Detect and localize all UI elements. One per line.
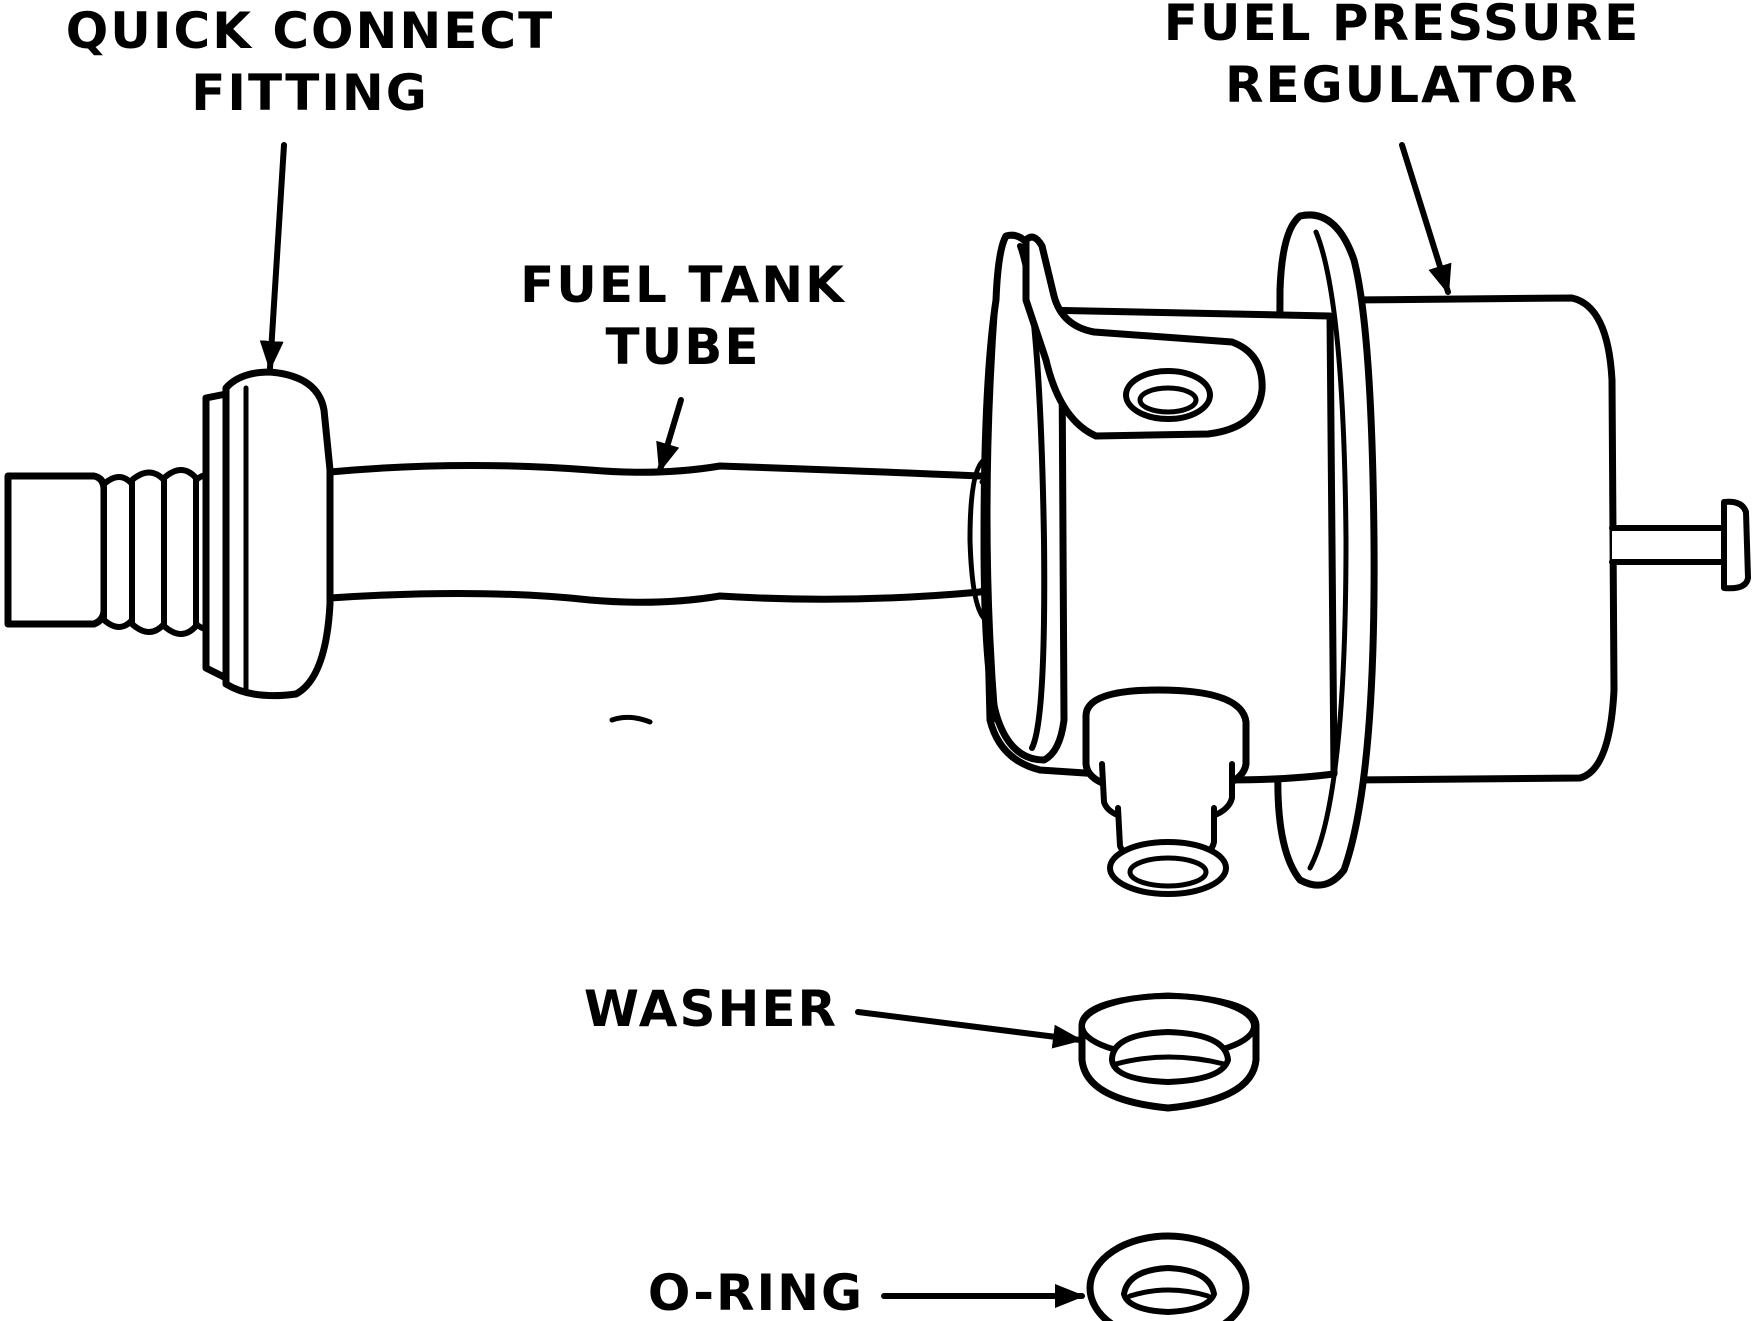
fuel-pressure-regulator <box>967 211 1751 897</box>
label-washer: WASHER <box>584 980 838 1038</box>
arrow-washer <box>855 1009 1083 1049</box>
stray-mark <box>609 714 653 725</box>
arrow-quick-connect <box>259 142 287 371</box>
label-fuel-tank-line1: FUEL TANK <box>520 256 846 314</box>
arrow-fuel-pressure <box>1399 142 1452 295</box>
label-quick-connect-line1: QUICK CONNECT <box>66 2 554 60</box>
washer-part <box>1078 992 1260 1112</box>
label-o-ring: O-RING <box>648 1264 864 1321</box>
o-ring-part <box>1086 1232 1250 1321</box>
arrow-fuel-tank-tube <box>656 397 684 473</box>
label-fuel-pressure-line1: FUEL PRESSURE <box>1164 0 1641 52</box>
label-fuel-tank-line2: TUBE <box>606 318 761 376</box>
label-fuel-pressure-line2: REGULATOR <box>1225 56 1579 114</box>
quick-connect-fitting <box>4 368 334 700</box>
label-quick-connect-line2: FITTING <box>191 64 429 122</box>
fuel-tank-tube <box>326 461 1009 606</box>
leader-arrows <box>259 142 1452 1308</box>
